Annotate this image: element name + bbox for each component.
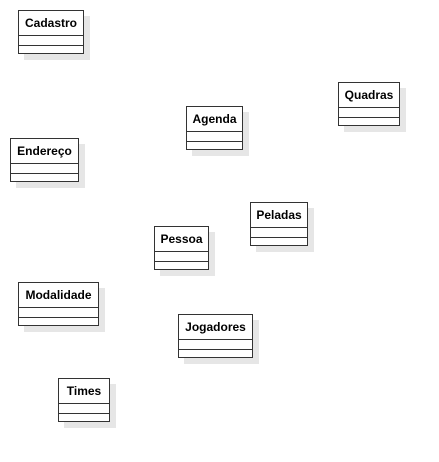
uml-class-cadastro[interactable]: Cadastro: [18, 10, 84, 54]
uml-class-agenda[interactable]: Agenda: [186, 106, 243, 150]
class-attributes: [251, 228, 307, 238]
class-methods: [179, 350, 252, 359]
class-attributes: [11, 164, 78, 174]
class-title: Peladas: [251, 203, 307, 228]
class-methods: [59, 414, 109, 423]
class-attributes: [187, 132, 242, 142]
uml-class-modalidade[interactable]: Modalidade: [18, 282, 99, 326]
class-methods: [251, 238, 307, 247]
class-attributes: [339, 108, 399, 118]
class-methods: [19, 46, 83, 55]
class-attributes: [179, 340, 252, 350]
class-title: Jogadores: [179, 315, 252, 340]
class-methods: [339, 118, 399, 127]
class-title: Endereço: [11, 139, 78, 164]
class-attributes: [19, 36, 83, 46]
uml-class-peladas[interactable]: Peladas: [250, 202, 308, 246]
class-attributes: [155, 252, 208, 262]
class-title: Pessoa: [155, 227, 208, 252]
class-title: Times: [59, 379, 109, 404]
uml-class-pessoa[interactable]: Pessoa: [154, 226, 209, 270]
uml-class-times[interactable]: Times: [58, 378, 110, 422]
class-methods: [11, 174, 78, 183]
uml-class-quadras[interactable]: Quadras: [338, 82, 400, 126]
uml-class-endereco[interactable]: Endereço: [10, 138, 79, 182]
class-title: Cadastro: [19, 11, 83, 36]
uml-class-jogadores[interactable]: Jogadores: [178, 314, 253, 358]
class-methods: [19, 318, 98, 327]
class-attributes: [59, 404, 109, 414]
class-title: Quadras: [339, 83, 399, 108]
class-methods: [155, 262, 208, 271]
class-title: Agenda: [187, 107, 242, 132]
class-methods: [187, 142, 242, 151]
class-attributes: [19, 308, 98, 318]
class-title: Modalidade: [19, 283, 98, 308]
